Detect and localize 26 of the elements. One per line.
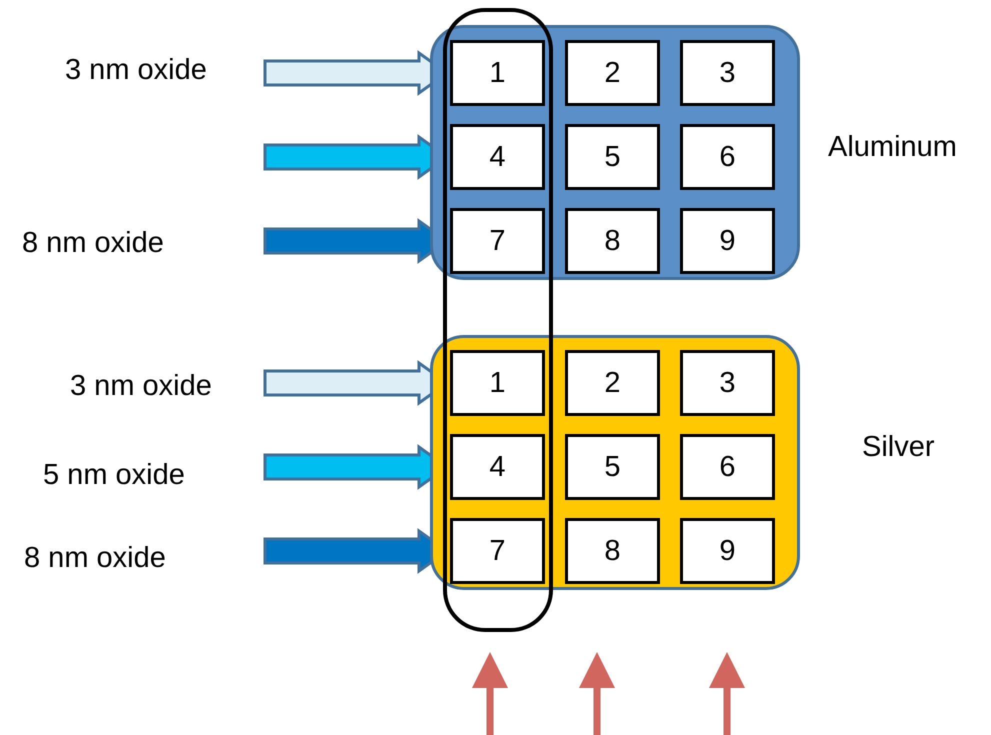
sample-cell: 6 [680,124,775,190]
oxide-label: 8 nm oxide [22,226,164,260]
sample-cell: 9 [680,208,775,274]
metal-label: Silver [862,430,935,464]
oxide-label: 5 nm oxide [43,458,185,492]
sample-cell: 2 [565,350,660,416]
sample-cell: 4 [450,434,545,500]
sample-cell: 6 [680,434,775,500]
sample-cell: 1 [450,350,545,416]
sample-cell: 5 [565,434,660,500]
sample-cell: 7 [450,208,545,274]
sample-cell: 1 [450,40,545,106]
sample-cell: 2 [565,40,660,106]
sample-cell: 8 [565,518,660,584]
highlight-outline [443,8,553,632]
sample-cell: 8 [565,208,660,274]
sample-cell: 3 [680,350,775,416]
sample-cell: 7 [450,518,545,584]
oxide-label: 3 nm oxide [65,53,207,87]
sample-cell: 4 [450,124,545,190]
oxide-label: 8 nm oxide [24,541,166,575]
metal-label: Aluminum [828,130,957,164]
sample-cell: 5 [565,124,660,190]
oxide-label: 3 nm oxide [70,369,212,403]
sample-cell: 3 [680,40,775,106]
sample-cell: 9 [680,518,775,584]
